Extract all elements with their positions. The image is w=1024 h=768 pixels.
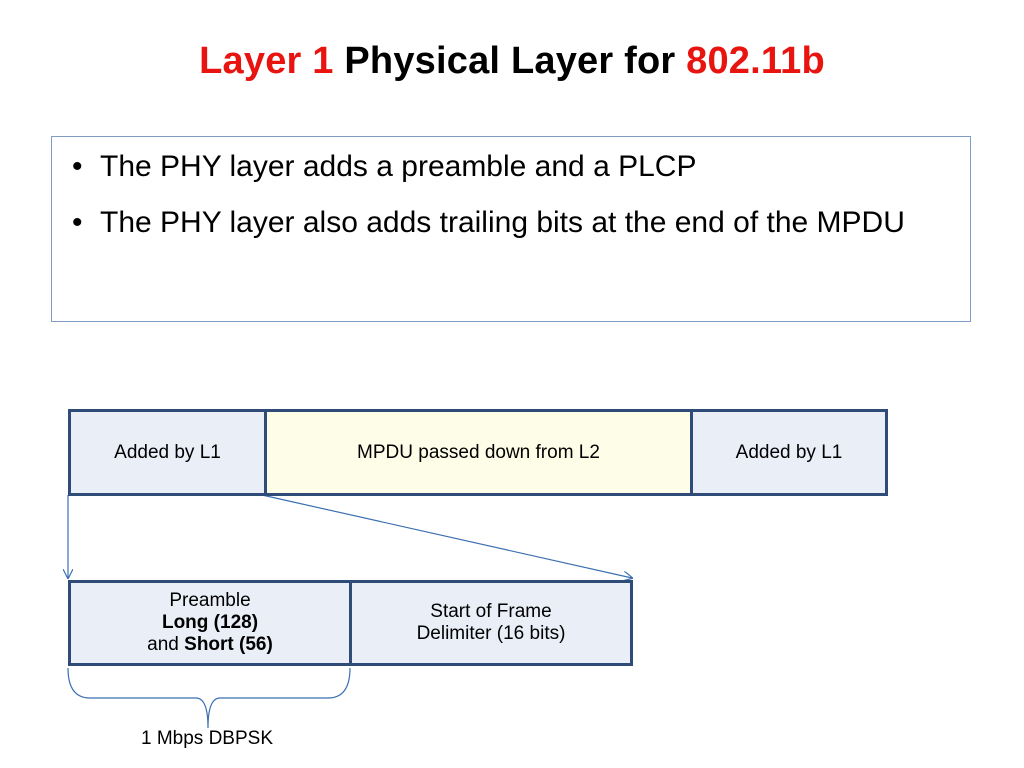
preamble-and: and <box>147 634 185 655</box>
page-title: Layer 1 Physical Layer for 802.11b <box>0 40 1024 83</box>
rate-label: 1 Mbps DBPSK <box>141 728 273 749</box>
frame-added-by-l1-right: Added by L1 <box>690 409 888 496</box>
sfd-box: Start of Frame Delimiter (16 bits) <box>349 580 633 666</box>
bullet-box: • The PHY layer adds a preamble and a PLC… <box>51 136 971 322</box>
frame-left-label: Added by L1 <box>114 441 221 463</box>
bullet-list: • The PHY layer adds a preamble and a PLC… <box>52 137 970 243</box>
title-standard: 802.11b <box>686 40 825 82</box>
frame-mpdu: MPDU passed down from L2 <box>264 409 693 496</box>
frame-right-label: Added by L1 <box>735 441 843 463</box>
bullet-dot-icon: • <box>72 206 83 239</box>
preamble-title: Preamble <box>169 590 251 611</box>
preamble-box: Preamble Long (128) and Short (56) <box>68 580 352 666</box>
rate-brace <box>67 667 351 729</box>
bullet-text: The PHY layer also adds trailing bits at… <box>100 206 905 239</box>
preamble-short: Short (56) <box>184 634 273 655</box>
preamble-long: Long (128) <box>161 612 259 633</box>
title-physical-layer: Physical Layer for <box>333 40 687 82</box>
bullet-item: • The PHY layer also adds trailing bits a… <box>72 203 956 243</box>
expand-line-right <box>261 494 632 578</box>
bullet-dot-icon: • <box>72 150 83 183</box>
frame-added-by-l1-left: Added by L1 <box>68 409 267 496</box>
sfd-label: Start of Frame Delimiter (16 bits) <box>416 601 566 644</box>
bullet-item: • The PHY layer adds a preamble and a PLC… <box>72 147 956 187</box>
preamble-and-short: and Short (56) <box>147 634 273 656</box>
bullet-text: The PHY layer adds a preamble and a PLCP <box>100 150 697 183</box>
title-layer-1: Layer 1 <box>199 40 334 82</box>
frame-mpdu-label: MPDU passed down from L2 <box>357 441 600 463</box>
